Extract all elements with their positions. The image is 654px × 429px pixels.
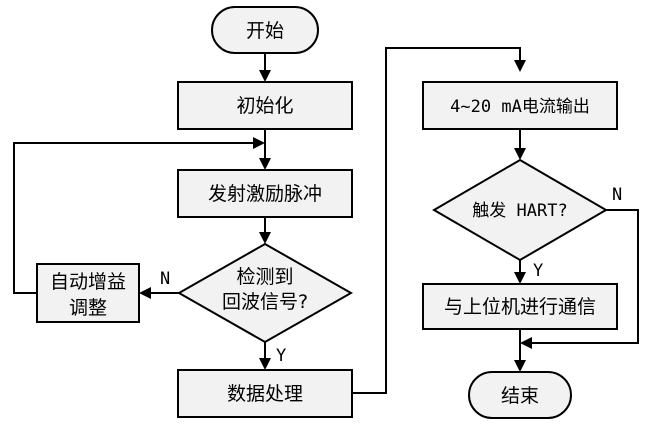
arrowhead [259, 232, 271, 244]
hart-label: 触发 HART? [472, 201, 567, 221]
end-terminal [468, 371, 572, 419]
emit-pulse-label: 发射激励脉冲 [208, 183, 322, 205]
current-output-label: 4~20 mA电流输出 [450, 97, 590, 117]
current-output-box [422, 81, 618, 130]
edge-feedback-loop [13, 142, 257, 294]
arrowhead [514, 60, 526, 72]
auto-gain-label-line2: 调整 [69, 297, 107, 319]
detect-label-line1: 检测到 [236, 266, 293, 288]
arrowhead [514, 272, 526, 284]
arrowhead [520, 337, 532, 349]
detect-label-line2: 回波信号? [222, 291, 308, 313]
init-label: 初始化 [236, 95, 293, 117]
edge-process-output [352, 47, 521, 394]
data-process-label: 数据处理 [227, 383, 303, 405]
init-box [177, 81, 353, 130]
arrowhead [253, 137, 265, 149]
detect-no-label: N [160, 269, 170, 289]
comm-host-label: 与上位机进行通信 [444, 296, 596, 318]
comm-host-box [422, 283, 618, 330]
hart-no-label: N [612, 185, 622, 205]
edge-hart-no [532, 209, 639, 344]
data-process-box [177, 369, 353, 418]
arrowhead [259, 158, 271, 170]
hart-yes-label: Y [533, 261, 543, 281]
arrowhead [139, 287, 151, 299]
arrowhead [259, 358, 271, 370]
end-label: 结束 [501, 385, 539, 407]
auto-gain-label-line1: 自动增益 [50, 271, 126, 293]
arrowhead [259, 70, 271, 82]
arrowhead [514, 148, 526, 160]
detect-yes-label: Y [276, 346, 286, 366]
arrowhead [514, 360, 526, 372]
start-label: 开始 [246, 20, 284, 42]
